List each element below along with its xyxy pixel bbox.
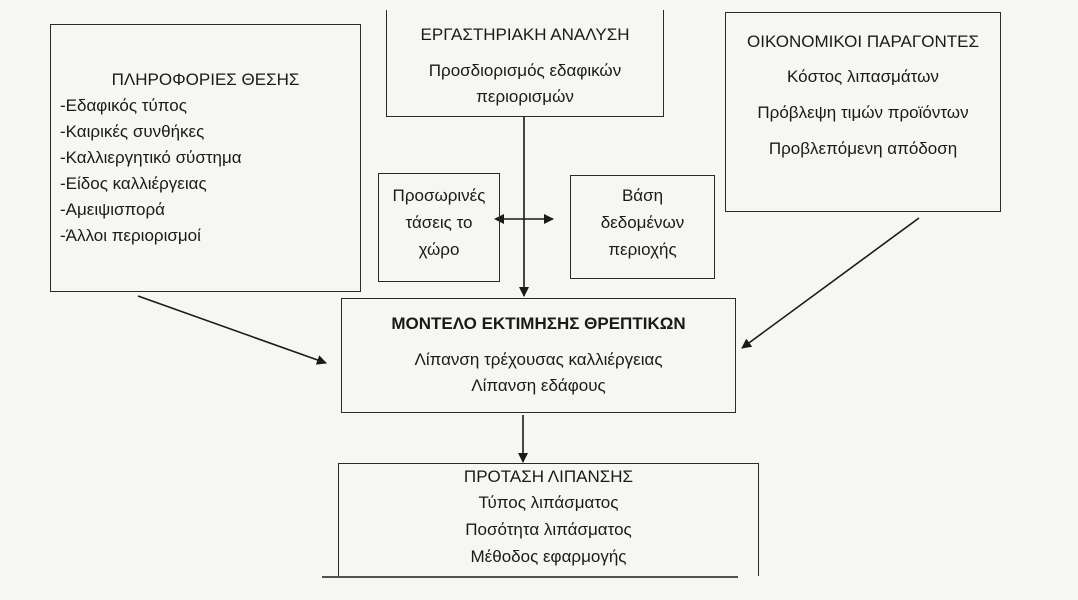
arrow-economic-to-model xyxy=(741,217,920,349)
fertilization-proposal-box: ΠΡΟΤΑΣΗ ΛΙΠΑΝΣΗΣ Τύπος λιπάσματος Ποσότη… xyxy=(338,463,759,576)
location-info-item: -Άλλοι περιορισμοί xyxy=(60,226,201,245)
location-info-title: ΠΛΗΡΟΦΟΡΙΕΣ ΘΕΣΗΣ xyxy=(111,70,300,89)
location-info-item: -Καιρικές συνθήκες xyxy=(60,122,205,141)
economic-factors-item: Πρόβλεψη τιμών προϊόντων xyxy=(757,103,969,122)
fertilization-proposal-item: Τύπος λιπάσματος xyxy=(478,493,619,512)
location-info-item: -Εδαφικός τύπος xyxy=(60,96,187,115)
nutrient-model-box: ΜΟΝΤΕΛΟ ΕΚΤΙΜΗΣΗΣ ΘΡΕΠΤΙΚΩΝ Λίπανση τρέχ… xyxy=(341,298,736,413)
arrow-location-to-model xyxy=(137,295,327,365)
economic-factors-box: ΟΙΚΟΝΟΜΙΚΟΙ ΠΑΡΑΓΟΝΤΕΣ Κόστος λιπασμάτων… xyxy=(725,12,1001,212)
location-info-item: -Είδος καλλιέργειας xyxy=(60,174,207,193)
nutrient-model-title: ΜΟΝΤΕΛΟ ΕΚΤΙΜΗΣΗΣ ΘΡΕΠΤΙΚΩΝ xyxy=(391,314,686,333)
location-info-box: ΠΛΗΡΟΦΟΡΙΕΣ ΘΕΣΗΣ -Εδαφικός τύπος -Καιρι… xyxy=(50,24,361,292)
fertilization-proposal-item: Μέθοδος εφαρμογής xyxy=(470,547,627,566)
lab-analysis-line: περιορισμών xyxy=(476,87,574,106)
temporary-trends-line: τάσεις το xyxy=(405,213,473,232)
regional-database-line: δεδομένων xyxy=(600,213,685,232)
nutrient-model-item: Λίπανση εδάφους xyxy=(471,376,606,395)
location-info-item: -Καλλιεργητικό σύστημα xyxy=(60,148,242,167)
nutrient-model-item: Λίπανση τρέχουσας καλλιέργειας xyxy=(414,350,663,369)
temporary-trends-line: Προσωρινές xyxy=(392,186,486,205)
lab-analysis-title: ΕΡΓΑΣΤΗΡΙΑΚΗ ΑΝΑΛΥΣΗ xyxy=(420,25,630,44)
regional-database-line: Βάση xyxy=(621,186,664,205)
regional-database-line: περιοχής xyxy=(608,240,677,259)
economic-factors-item: Προβλεπόμενη απόδοση xyxy=(768,139,958,158)
economic-factors-title: ΟΙΚΟΝΟΜΙΚΟΙ ΠΑΡΑΓΟΝΤΕΣ xyxy=(747,32,979,51)
temporary-trends-box: Προσωρινές τάσεις το χώρο xyxy=(378,173,500,282)
lab-analysis-line: Προσδιορισμός εδαφικών xyxy=(428,61,622,80)
lab-analysis-box: ΕΡΓΑΣΤΗΡΙΑΚΗ ΑΝΑΛΥΣΗ Προσδιορισμός εδαφι… xyxy=(386,10,664,117)
location-info-item: -Αμειψισπορά xyxy=(60,200,165,219)
temporary-trends-line: χώρο xyxy=(418,240,460,259)
regional-database-box: Βάση δεδομένων περιοχής xyxy=(570,175,715,279)
economic-factors-item: Κόστος λιπασμάτων xyxy=(787,67,939,86)
fertilization-proposal-title: ΠΡΟΤΑΣΗ ΛΙΠΑΝΣΗΣ xyxy=(463,467,634,486)
fertilization-proposal-item: Ποσότητα λιπάσματος xyxy=(465,520,632,539)
